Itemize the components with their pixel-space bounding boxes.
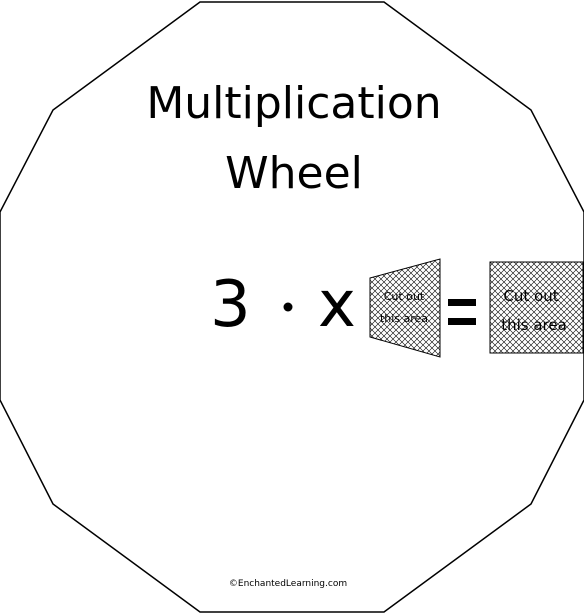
multiply-dot-symbol (283, 302, 293, 312)
equals-symbol-top (448, 299, 476, 306)
equals-symbol-bottom (448, 318, 476, 325)
cutout-right-line-2: this area (501, 316, 567, 334)
cutout-area-right[interactable]: Cut out this area (489, 261, 584, 354)
times-symbol: x (318, 268, 356, 342)
cutout-left-line-2: this area (380, 312, 428, 325)
cutout-left-line-1: Cut out (384, 290, 425, 303)
title-line-1: Multiplication (146, 78, 441, 129)
cutout-right-line-1: Cut out (503, 287, 558, 305)
multiplier-number: 3 (210, 268, 251, 342)
copyright-credit: ©EnchantedLearning.com (229, 579, 347, 589)
cutout-area-left[interactable]: Cut out this area (369, 258, 441, 358)
title-line-2: Wheel (225, 148, 363, 199)
